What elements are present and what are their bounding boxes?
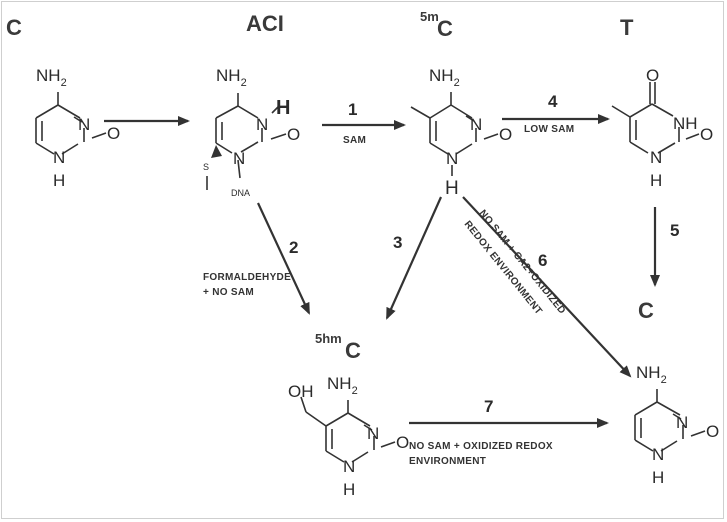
header-5hmc-main: C [345, 338, 361, 363]
step-2-label-line2: + NO SAM [203, 287, 254, 298]
header-cytosine: C [6, 15, 22, 40]
molecule-5hmc: OH NH2 N O N H [288, 374, 409, 499]
header-aci: ACI [246, 11, 284, 36]
atom-n3: N [676, 413, 688, 432]
atom-amine: NH2 [36, 66, 67, 89]
atom-o: O [396, 433, 409, 452]
step-7-number: 7 [484, 397, 493, 416]
atom-h1: H [53, 171, 65, 190]
atom-sulfur: S [203, 162, 209, 172]
step-1-label: SAM [343, 135, 366, 146]
step-3-number: 3 [393, 233, 402, 252]
arrow-step-2 [257, 202, 310, 315]
atom-n3: N [470, 115, 482, 134]
atom-h1: H [652, 468, 664, 487]
atom-n1: N [652, 445, 664, 464]
atom-h1: H [445, 178, 459, 199]
atom-amine: NH2 [216, 66, 247, 89]
atom-n1: N [53, 148, 65, 167]
step-5-number: 5 [670, 221, 679, 240]
atom-o4: O [646, 66, 659, 85]
step-1-number: 1 [348, 100, 357, 119]
atom-o: O [287, 125, 300, 144]
atom-n3: N [256, 115, 268, 134]
atom-h1: H [343, 480, 355, 499]
molecule-aci: NH2 N H O N S DNA [203, 66, 300, 198]
header-5hmc-sup: 5hm [315, 331, 342, 346]
step-7-label-line2: ENVIRONMENT [409, 456, 486, 467]
molecule-cytosine-product: NH2 N O N H [634, 363, 719, 487]
atom-n1: N [446, 149, 458, 168]
step-2-label-line1: FORMALDEHYDE [203, 272, 291, 283]
atom-n1: N [650, 148, 662, 167]
molecule-thymine: O NH O N H [611, 66, 713, 190]
arrow-step-6 [462, 196, 632, 378]
atom-o: O [107, 124, 120, 143]
molecule-5mc: NH2 N O N H [410, 66, 512, 199]
header-thymine: T [620, 15, 634, 40]
atom-amine: NH2 [636, 363, 667, 386]
step-4-number: 4 [548, 92, 558, 111]
atom-amine: NH2 [429, 66, 460, 89]
atom-h3: H [276, 97, 290, 119]
molecule-cytosine: NH2 N O N H [35, 66, 120, 190]
atom-amine: NH2 [327, 374, 358, 397]
atom-n3: N [78, 115, 90, 134]
step-6-number: 6 [538, 251, 547, 270]
header-5mc-sup: 5m [420, 9, 439, 24]
atom-n1: N [343, 457, 355, 476]
atom-n1: N [233, 149, 245, 168]
atom-n3: N [367, 424, 379, 443]
atom-hydroxyl: OH [288, 382, 314, 401]
step-2-number: 2 [289, 238, 298, 257]
atom-o: O [499, 125, 512, 144]
atom-dna: DNA [231, 188, 250, 198]
atom-h1: H [650, 171, 662, 190]
atom-o2: O [700, 125, 713, 144]
header-5hmc: 5hm C [315, 331, 361, 363]
header-cytosine-product: C [638, 298, 654, 323]
atom-o: O [706, 422, 719, 441]
step-7-label-line1: NO SAM + OXIDIZED REDOX [409, 441, 553, 452]
arrow-step-3 [385, 196, 443, 320]
atom-nh3: NH [673, 114, 698, 133]
header-5mc: 5m C [420, 9, 453, 41]
header-5mc-main: C [437, 16, 453, 41]
step-4-label: LOW SAM [524, 124, 574, 135]
